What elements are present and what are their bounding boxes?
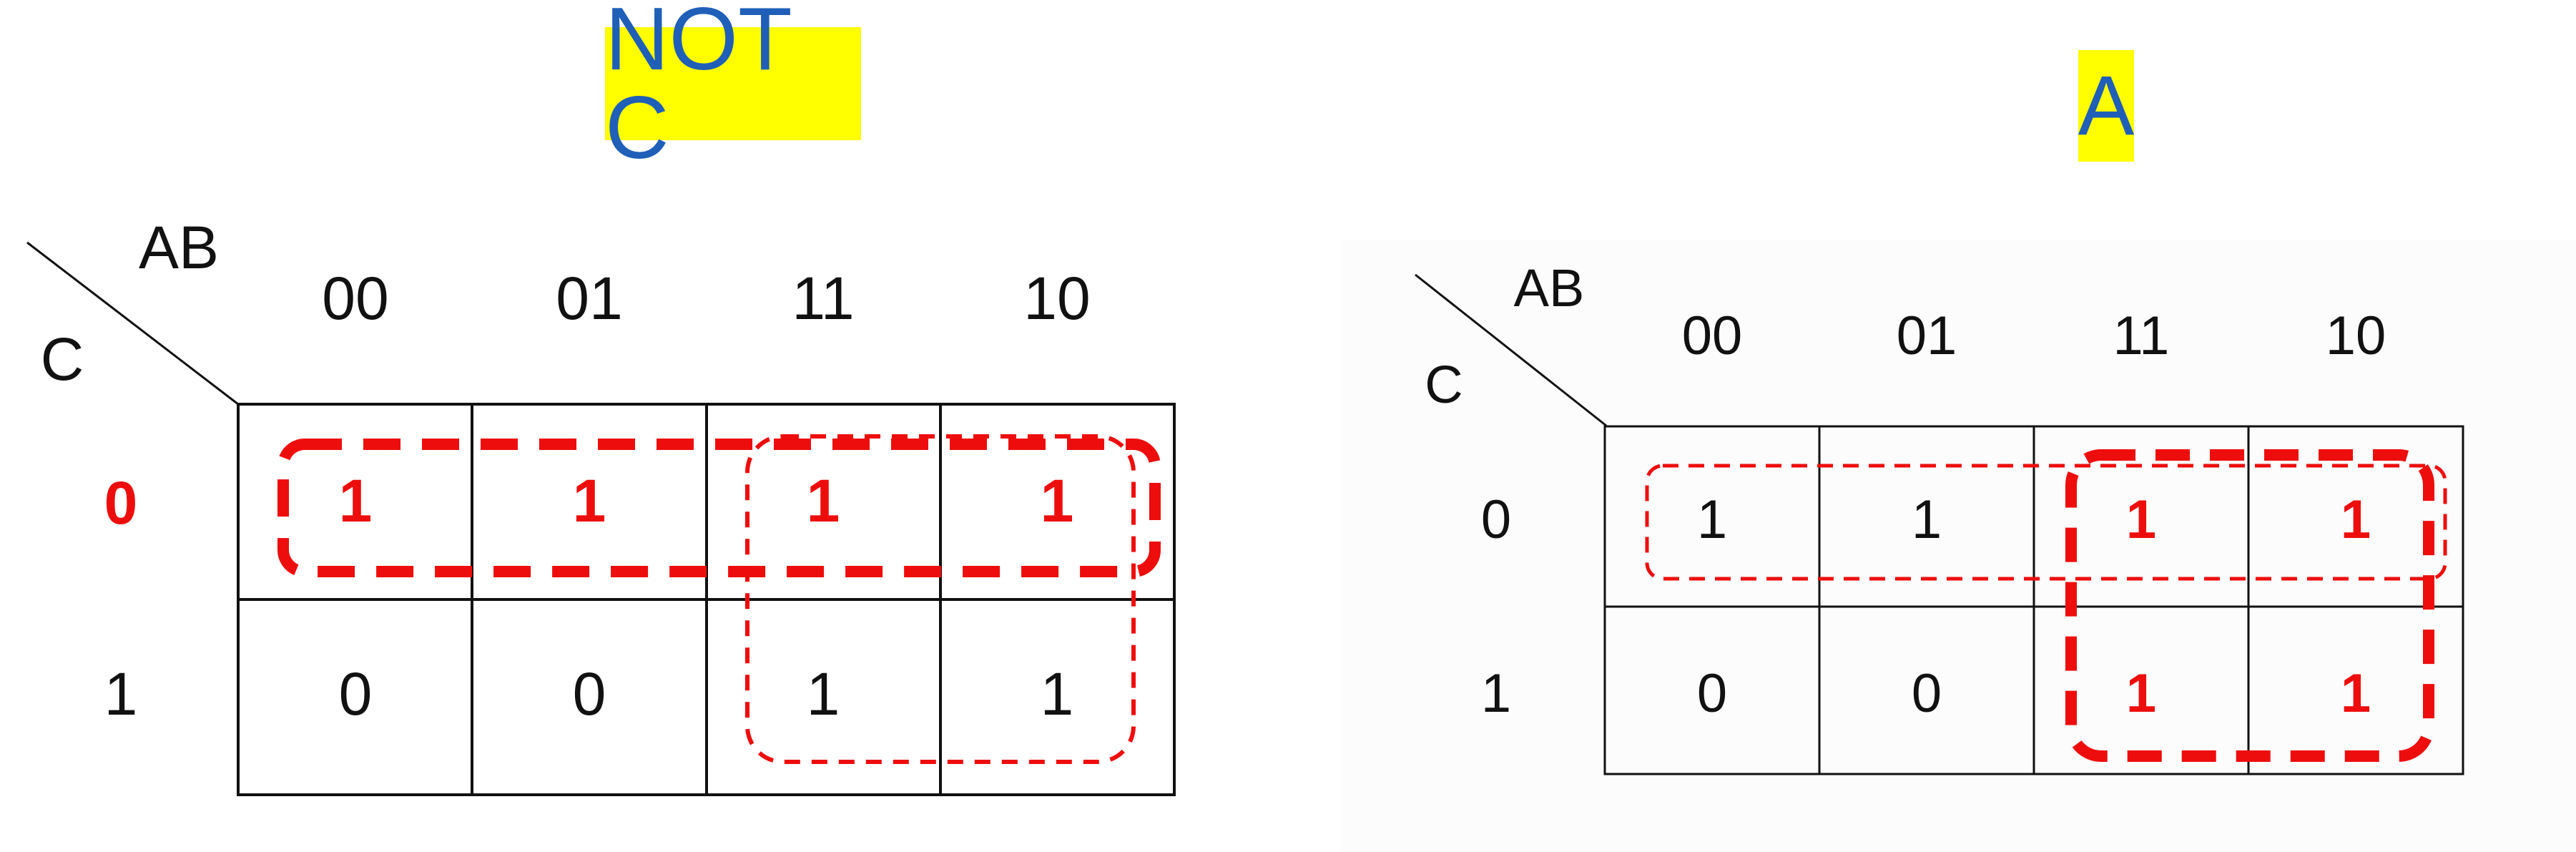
cell-c1-ab11: 1 xyxy=(807,660,840,728)
row-label-0: 0 xyxy=(1481,489,1511,550)
kmap-svg-right: AB C 00 01 11 10 0 1 1 1 1 1 0 0 1 1 xyxy=(1415,258,2464,775)
corner-diagonal xyxy=(1415,273,1607,427)
cell-c1-ab00: 0 xyxy=(1697,663,1727,724)
karnaugh-map-a: AB C 00 01 11 10 0 1 1 1 1 1 0 0 1 1 xyxy=(1342,240,2576,852)
row-header-c: C xyxy=(1425,355,1462,414)
cell-c0-ab10: 1 xyxy=(1041,467,1074,534)
group-cols-ab11-ab10 xyxy=(2065,449,2434,762)
cell-c0-ab11: 1 xyxy=(807,467,840,534)
cell-c1-ab01: 0 xyxy=(573,660,606,728)
cell-c1-ab10: 1 xyxy=(2341,663,2371,724)
row-label-1: 1 xyxy=(1481,663,1511,724)
kmap-svg-left: AB C 00 01 11 10 0 1 1 1 1 1 0 0 1 1 xyxy=(26,214,1176,796)
title-a: A xyxy=(2078,50,2134,162)
cell-c0-ab01: 1 xyxy=(573,467,606,534)
col-label-00: 00 xyxy=(1682,305,1743,366)
row-label-0: 0 xyxy=(104,469,138,537)
row-label-1: 1 xyxy=(104,660,138,728)
cell-c0-ab01: 1 xyxy=(1912,489,1942,550)
row-header-c: C xyxy=(41,325,84,393)
cell-c0-ab10: 1 xyxy=(2341,489,2371,550)
cell-c1-ab01: 0 xyxy=(1912,663,1942,724)
col-header-ab: AB xyxy=(1514,258,1585,318)
title-not-c: NOT C xyxy=(605,0,861,172)
cell-c1-ab00: 0 xyxy=(339,660,373,728)
col-label-00: 00 xyxy=(322,265,388,332)
col-label-10: 10 xyxy=(1023,265,1090,332)
col-label-01: 01 xyxy=(556,265,622,332)
col-header-ab: AB xyxy=(139,214,219,281)
group-row-c0 xyxy=(277,439,1161,577)
karnaugh-map-not-c: AB C 00 01 11 10 0 1 1 1 1 1 0 0 1 1 xyxy=(0,211,1237,852)
cell-c0-ab11: 1 xyxy=(2126,489,2156,550)
col-label-10: 10 xyxy=(2326,305,2386,366)
group-cols-ab11-ab10 xyxy=(745,434,1136,764)
cell-c1-ab10: 1 xyxy=(1041,660,1074,728)
group-row-c0 xyxy=(1645,464,2447,581)
col-label-01: 01 xyxy=(1897,305,1957,366)
corner-diagonal xyxy=(26,241,239,406)
col-label-11: 11 xyxy=(792,265,854,332)
col-label-11: 11 xyxy=(2113,305,2170,366)
cell-c0-ab00: 1 xyxy=(339,467,373,534)
cell-c0-ab00: 1 xyxy=(1697,489,1727,550)
cell-c1-ab11: 1 xyxy=(2126,663,2156,724)
